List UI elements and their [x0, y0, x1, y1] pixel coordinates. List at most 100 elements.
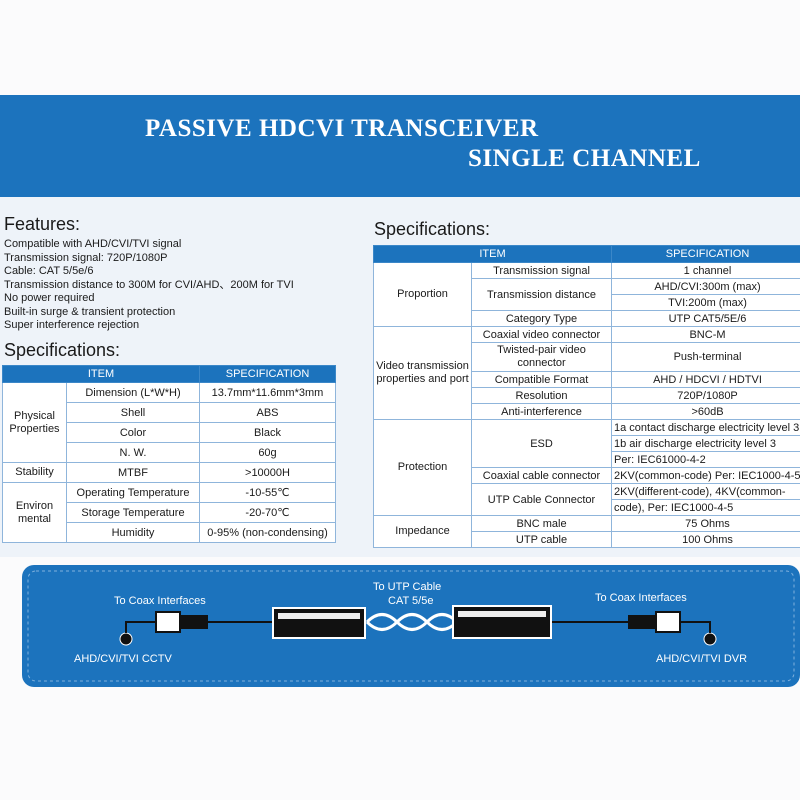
item-cell: UTP cable [471, 531, 612, 548]
feature-item: Super interference rejection [4, 319, 140, 331]
item-cell: Transmission signal [471, 262, 612, 279]
group-label: Protection [373, 419, 472, 516]
table-row: Storage Temperature -20-70℃ [3, 502, 336, 523]
spec-cell: 1b air discharge electricity level 3 [611, 435, 800, 452]
spec-cell: 2KV(common-code) Per: IEC1000-4-5 [611, 467, 800, 484]
spec-cell: AHD / HDCVI / HDTVI [611, 371, 800, 388]
table-row: Twisted-pair video connector Push-termin… [374, 342, 800, 372]
spec-cell: 720P/1080P [611, 387, 800, 404]
transceiver-left [272, 607, 366, 639]
item-cell: Resolution [471, 387, 612, 404]
table-row: Coaxial cable connector 2KV(common-code)… [374, 467, 800, 484]
col-header-item: ITEM [2, 365, 200, 383]
table-row: Color Black [3, 422, 336, 443]
item-cell: Twisted-pair video connector [471, 342, 612, 372]
title-banner [0, 95, 800, 197]
spec-cell: AHD/CVI:300m (max) [611, 278, 800, 295]
feature-item: Cable: CAT 5/5e/6 [4, 265, 94, 277]
group-label: Proportion [373, 262, 472, 327]
table-row: Environ mental Operating Temperature -10… [2, 482, 336, 543]
transceiver-right [452, 605, 552, 639]
label-left-device: AHD/CVI/TVI CCTV [74, 653, 172, 665]
col-header-spec: SPECIFICATION [611, 245, 800, 263]
table-row: Physical Properties Dimension (L*W*H) 13… [2, 382, 336, 463]
spec-cell: 0-95% (non-condensing) [199, 522, 336, 543]
spec-table-transmission: ITEM SPECIFICATION Proportion Transmissi… [373, 245, 800, 548]
spec-cell: 100 Ohms [611, 531, 800, 548]
spec-cell: >60dB [611, 403, 800, 420]
table-row: Humidity 0-95% (non-condensing) [3, 522, 336, 543]
table-row: Protection ESD 1a contact discharge elec… [373, 419, 800, 516]
spec-cell: -20-70℃ [199, 502, 336, 523]
item-cell: Storage Temperature [66, 502, 200, 523]
spec-cell: BNC-M [611, 326, 800, 343]
spec-cell: 13.7mm*11.6mm*3mm [199, 382, 336, 403]
group-label: Impedance [373, 515, 472, 548]
table-row: Resolution 720P/1080P [374, 387, 800, 404]
group-label: Stability [2, 462, 67, 483]
table-row: Proportion Transmission signal 1 channel [373, 262, 800, 327]
spec-cell: >10000H [199, 462, 336, 483]
connection-diagram: To Coax Interfaces To Coax Interfaces To… [22, 565, 800, 687]
spec-right-heading: Specifications: [374, 219, 491, 239]
group-label: Physical Properties [2, 382, 67, 463]
table-row: Transmission distance AHD/CVI:300m (max) [374, 278, 800, 311]
item-cell: Humidity [66, 522, 200, 543]
spec-cell: 60g [199, 442, 336, 463]
label-right-device: AHD/CVI/TVI DVR [656, 653, 748, 665]
item-cell: ESD [471, 419, 612, 468]
spec-cell: Push-terminal [611, 342, 800, 372]
label-utp-category: CAT 5/5e [388, 595, 434, 607]
spec-cell: -10-55℃ [199, 482, 336, 503]
features-list: Compatible with AHD/CVI/TVI signal Trans… [4, 238, 294, 333]
page-subtitle: SINGLE CHANNEL [468, 145, 701, 172]
label-utp-cable: To UTP Cable [373, 581, 442, 593]
spec-cell: Black [199, 422, 336, 443]
feature-item: Compatible with AHD/CVI/TVI signal [4, 238, 182, 250]
spec-table-physical: ITEM SPECIFICATION Physical Properties D… [2, 365, 336, 543]
item-cell: MTBF [66, 462, 200, 483]
features-heading: Features: [4, 214, 81, 234]
feature-item: No power required [4, 292, 95, 304]
spec-cell: UTP CAT5/5E/6 [611, 310, 800, 327]
item-cell: BNC male [471, 515, 612, 532]
spec-cell: 1 channel [611, 262, 800, 279]
feature-item: Built-in surge & transient protection [4, 305, 176, 318]
item-cell: Shell [66, 402, 200, 423]
item-cell: Transmission distance [471, 278, 612, 311]
label-right-coax: To Coax Interfaces [595, 592, 687, 604]
spec-cell: ABS [199, 402, 336, 423]
feature-item: Transmission distance to 300M for CVI/AH… [4, 278, 294, 291]
item-cell: N. W. [66, 442, 200, 463]
table-row: Stability MTBF >10000H [2, 462, 336, 483]
diagram-wiring [27, 570, 795, 682]
table-row: UTP cable 100 Ohms [374, 531, 800, 548]
table-row: Impedance BNC male 75 Ohms [373, 515, 800, 548]
col-header-item: ITEM [373, 245, 612, 263]
item-cell: Anti-interference [471, 403, 612, 420]
item-cell: Category Type [471, 310, 612, 327]
item-cell: Coaxial cable connector [471, 467, 612, 484]
item-cell: UTP Cable Connector [471, 483, 612, 516]
col-header-spec: SPECIFICATION [199, 365, 336, 383]
item-cell: Compatible Format [471, 371, 612, 388]
spec-cell: 2KV(different-code), 4KV(common- [611, 483, 800, 500]
item-cell: Coaxial video connector [471, 326, 612, 343]
spec-cell: code), Per: IEC1000-4-5 [611, 499, 800, 516]
spec-cell: TVI:200m (max) [611, 294, 800, 311]
table-row: Video transmission properties and port C… [373, 326, 800, 420]
item-cell: Operating Temperature [66, 482, 200, 503]
spec-cell: Per: IEC61000-4-2 [611, 451, 800, 468]
item-cell: Color [66, 422, 200, 443]
group-label: Video transmission properties and port [373, 326, 472, 420]
spec-cell: 1a contact discharge electricity level 3 [611, 419, 800, 436]
spec-cell: 75 Ohms [611, 515, 800, 532]
page-title: PASSIVE HDCVI TRANSCEIVER [145, 115, 539, 142]
feature-item: Transmission signal: 720P/1080P [4, 251, 168, 264]
group-label: Environ mental [2, 482, 67, 543]
table-row: TVI:200m (max) [374, 294, 800, 311]
table-row: Shell ABS [3, 402, 336, 423]
item-cell: Dimension (L*W*H) [66, 382, 200, 403]
spec-left-heading: Specifications: [4, 340, 121, 360]
label-left-coax: To Coax Interfaces [114, 595, 206, 607]
